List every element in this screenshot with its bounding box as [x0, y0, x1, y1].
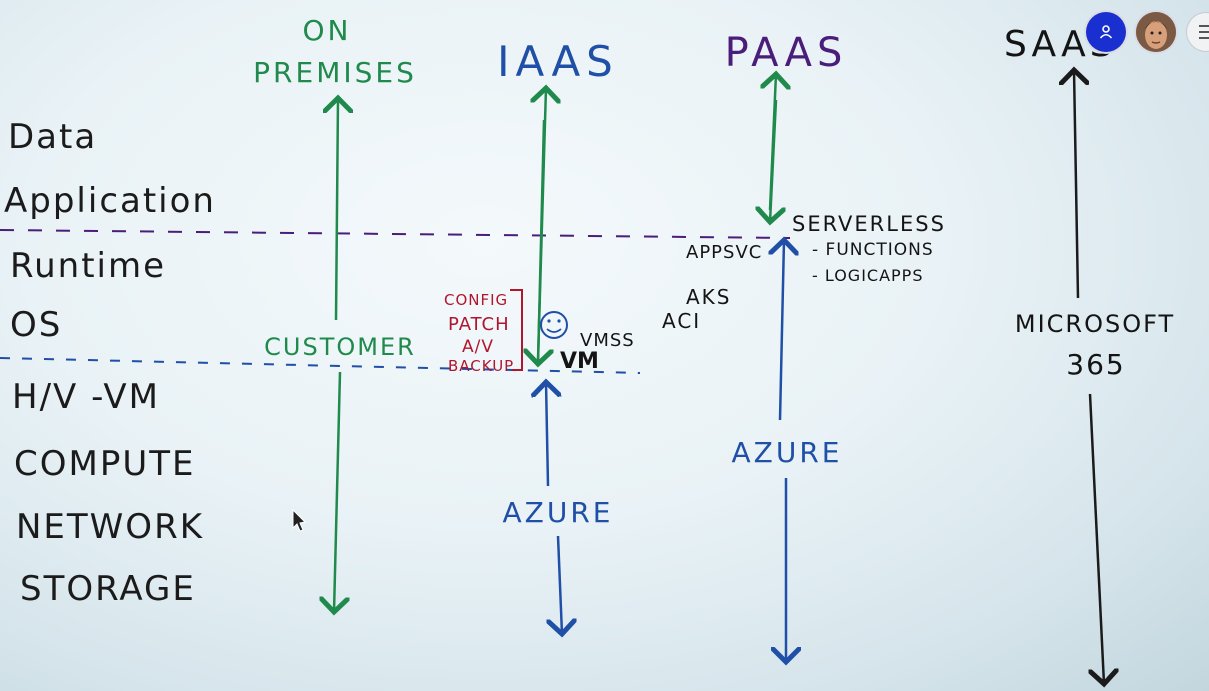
on-premises-arrow-up: [336, 98, 338, 321]
paas-functions-label: - FUNCTIONS: [812, 240, 934, 260]
layer-os: OS: [10, 305, 62, 345]
layer-compute: COMPUTE: [14, 444, 195, 484]
paas-logicapps-label: - LOGICAPPS: [812, 266, 923, 285]
layer-application: Application: [4, 181, 216, 221]
person-icon: [1099, 25, 1113, 39]
on-premises-heading-line1: ON: [303, 14, 352, 47]
iaas-azure-arrow-up: [546, 382, 548, 487]
iaas-azure-label: AZURE: [503, 496, 614, 529]
iaas-vm-label: VM: [560, 349, 599, 374]
saas-arrow-down: [1090, 393, 1104, 684]
face-icon: [1136, 12, 1176, 52]
iaas-note-patch: PATCH: [448, 314, 510, 335]
paas-aks-label: AKS: [686, 285, 732, 309]
presenter-avatar-button[interactable]: [1136, 12, 1176, 52]
layer-network: NETWORK: [16, 507, 204, 547]
paas-azure-label: AZURE: [732, 436, 843, 469]
os-hardware-boundary: [0, 357, 641, 374]
on-premises-heading-line2: PREMISES: [253, 56, 417, 89]
paas-customer-arrow-down: [770, 99, 776, 222]
iaas-customer-arrow-down: [538, 119, 544, 364]
paas-heading: PAAS: [725, 30, 848, 76]
saas-arrow-up: [1074, 70, 1078, 299]
menu-icon: [1199, 25, 1209, 39]
saas-microsoft-label: MICROSOFT: [1015, 310, 1175, 338]
iaas-note-backup: BACKUP: [448, 357, 514, 375]
layer-hypervisor-vm: H/V -VM: [12, 377, 160, 417]
iaas-azure-arrow-down: [558, 535, 562, 634]
on-premises-arrow-down: [334, 371, 340, 612]
saas-365-label: 365: [1066, 348, 1125, 381]
paas-aci-label: ACI: [662, 309, 701, 333]
layer-data: Data: [8, 117, 97, 157]
layer-runtime: Runtime: [10, 246, 166, 286]
layer-storage: STORAGE: [20, 569, 196, 609]
on-premises-customer-label: CUSTOMER: [264, 333, 416, 361]
iaas-note-av: A/V: [462, 337, 494, 357]
iaas-note-config: CONFIG: [444, 291, 508, 309]
iaas-notes-bracket: [510, 289, 523, 371]
user-avatar-button[interactable]: [1086, 12, 1126, 52]
iaas-heading: IAAS: [497, 37, 619, 86]
smiley-icon: [540, 311, 568, 339]
iaas-vmss-label: VMSS: [580, 330, 635, 351]
app-runtime-boundary: [0, 229, 791, 239]
paas-azure-arrow-up: [780, 240, 784, 421]
paas-appsvc-label: APPSVC: [686, 242, 762, 263]
mouse-cursor-icon: [292, 508, 307, 532]
paas-serverless-label: SERVERLESS: [792, 212, 946, 236]
